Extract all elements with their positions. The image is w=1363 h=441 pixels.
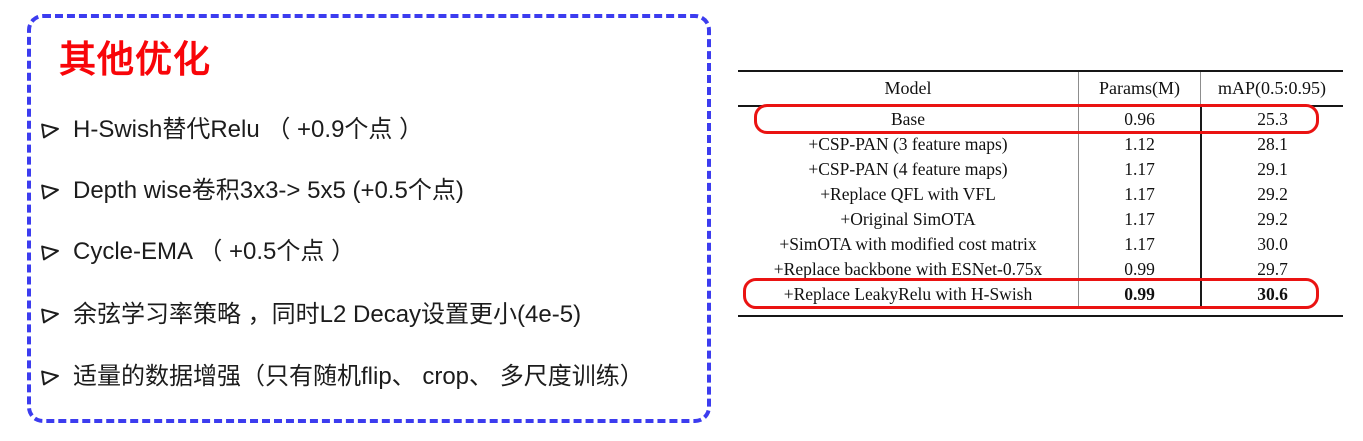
cell-params: 0.96 [1078, 107, 1200, 132]
cell-params: 1.17 [1078, 232, 1200, 257]
cell-map: 30.0 [1200, 232, 1343, 257]
bullet-text: Cycle-EMA （ +0.5个点 ） [73, 237, 356, 265]
cell-model: +Original SimOTA [840, 209, 976, 229]
cell-map: 29.7 [1200, 257, 1343, 282]
bullet-text: 适量的数据增强（只有随机flip、 crop、 多尺度训练） [73, 362, 644, 390]
bullet-text: H-Swish替代Relu （ +0.9个点 ） [73, 115, 424, 143]
table-body: Base 0.96 25.3 +CSP-PAN (3 feature maps)… [738, 107, 1343, 315]
cell-map: 25.3 [1200, 107, 1343, 132]
bullet-depthwise: Depth wise卷积3x3-> 5x5 (+0.5个点) [39, 175, 464, 207]
cell-map: 28.1 [1200, 132, 1343, 157]
cell-model: +Replace LeakyRelu with H-Swish [783, 284, 1033, 304]
cell-params: 0.99 [1078, 257, 1200, 282]
cell-params: 1.17 [1078, 182, 1200, 207]
header-model: Model [884, 78, 932, 98]
cell-map: 30.6 [1200, 282, 1343, 307]
table-row: +Replace backbone with ESNet-0.75x 0.99 … [738, 257, 1343, 282]
table-top-rule [738, 70, 1343, 72]
bullet-text: Depth wise卷积3x3-> 5x5 (+0.5个点) [73, 176, 464, 204]
bullet-text: 余弦学习率策略 ，同时L2 Decay设置更小(4e-5) [73, 300, 582, 328]
table-row-base: Base 0.96 25.3 [738, 107, 1343, 132]
table-header-row: Model Params(M) mAP(0.5:0.95) [738, 72, 1343, 105]
panel-title: 其他优化 [59, 39, 211, 80]
cell-model: Base [890, 109, 926, 129]
table-row-hswish: +Replace LeakyRelu with H-Swish 0.99 30.… [738, 282, 1343, 307]
header-params: Params(M) [1078, 72, 1200, 105]
cell-model: +CSP-PAN (3 feature maps) [808, 134, 1008, 154]
table-row: +Replace QFL with VFL 1.17 29.2 [738, 182, 1343, 207]
arrowhead-bullet-icon [39, 180, 61, 202]
table-bottom-rule [738, 315, 1343, 317]
bullet-hswish: H-Swish替代Relu （ +0.9个点 ） [39, 114, 423, 146]
cell-params: 1.17 [1078, 207, 1200, 232]
optimizations-panel: 其他优化 H-Swish替代Relu （ +0.9个点 ） Depth wise… [27, 14, 711, 423]
arrowhead-bullet-icon [39, 119, 61, 141]
table-row: +Original SimOTA 1.17 29.2 [738, 207, 1343, 232]
cell-params: 1.17 [1078, 157, 1200, 182]
cell-map: 29.2 [1200, 182, 1343, 207]
table-row: +CSP-PAN (3 feature maps) 1.12 28.1 [738, 132, 1343, 157]
header-map: mAP(0.5:0.95) [1200, 72, 1343, 105]
bullet-cycle-ema: Cycle-EMA （ +0.5个点 ） [39, 236, 355, 268]
cell-model: +SimOTA with modified cost matrix [779, 234, 1037, 254]
cell-params: 1.12 [1078, 132, 1200, 157]
cell-params: 0.99 [1078, 282, 1200, 307]
bullet-cosine-lr: 余弦学习率策略 ，同时L2 Decay设置更小(4e-5) [39, 299, 581, 331]
cell-model: +Replace QFL with VFL [820, 184, 996, 204]
bullet-data-augmentation: 适量的数据增强（只有随机flip、 crop、 多尺度训练） [39, 361, 644, 393]
ablation-table: Model Params(M) mAP(0.5:0.95) Base 0.96 … [738, 70, 1343, 317]
cell-map: 29.2 [1200, 207, 1343, 232]
arrowhead-bullet-icon [39, 241, 61, 263]
cell-map: 29.1 [1200, 157, 1343, 182]
arrowhead-bullet-icon [39, 304, 61, 326]
cell-model: +CSP-PAN (4 feature maps) [808, 159, 1008, 179]
table-row: +CSP-PAN (4 feature maps) 1.17 29.1 [738, 157, 1343, 182]
cell-model: +Replace backbone with ESNet-0.75x [773, 259, 1043, 279]
table-row: +SimOTA with modified cost matrix 1.17 3… [738, 232, 1343, 257]
arrowhead-bullet-icon [39, 366, 61, 388]
